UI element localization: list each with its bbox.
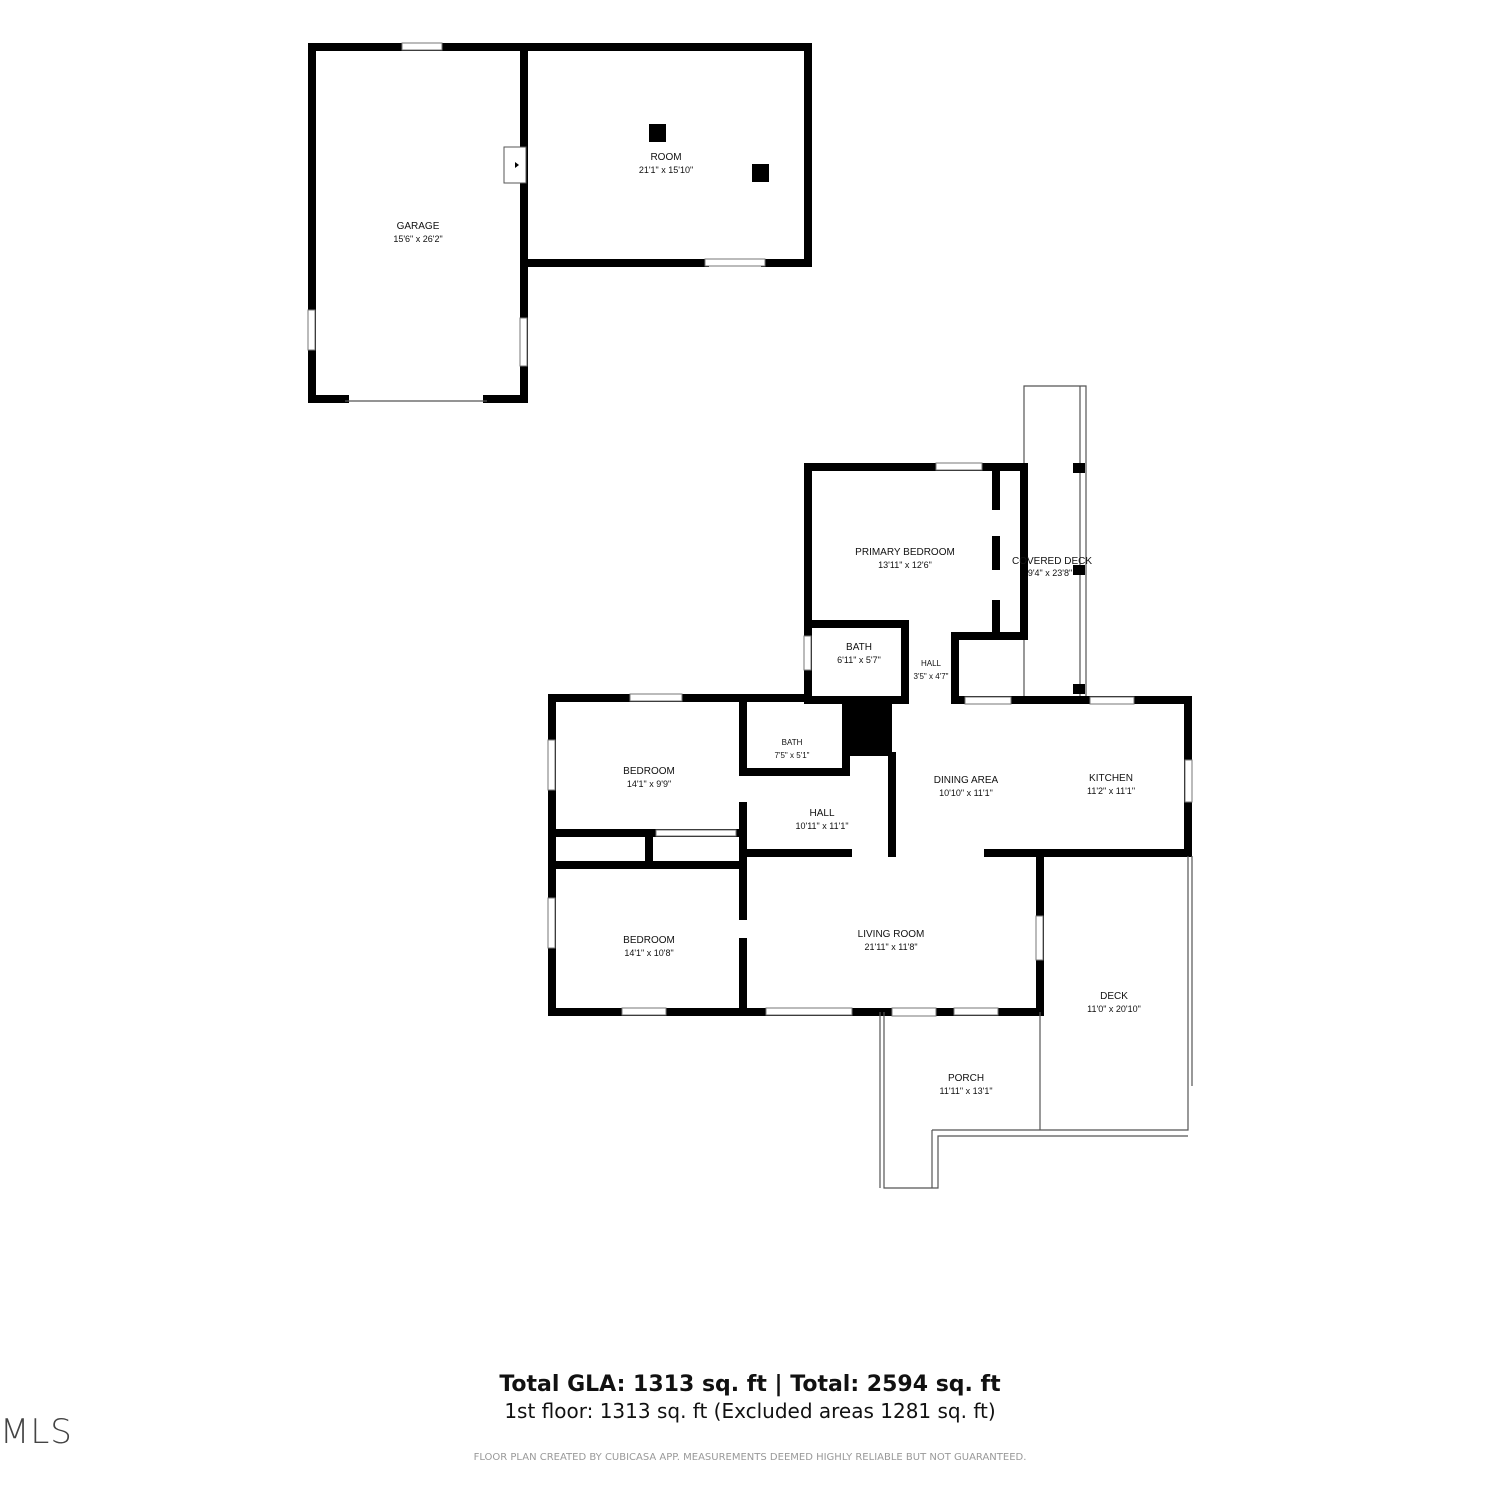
room-labels: GARAGE 15'6" x 26'2" ROOM 21'1" x 15'10"… — [393, 152, 1141, 1096]
kitchen-dim: 11'2" x 11'1" — [1087, 786, 1135, 796]
room-walls — [520, 43, 812, 267]
kitchen-side-window — [1184, 759, 1193, 803]
mls-watermark: MLS — [0, 1412, 73, 1452]
living-window-left — [765, 1007, 853, 1016]
upper-bath-label: BATH — [846, 642, 872, 653]
hall-dim: 10'11" x 11'1" — [795, 821, 848, 831]
lower-bath-label: BATH — [782, 738, 803, 747]
post-2 — [752, 164, 769, 182]
garage-window-left — [307, 309, 316, 351]
garage-dim: 15'6" x 26'2" — [393, 234, 442, 244]
porch-label: PORCH — [948, 1073, 984, 1084]
disclaimer-text: FLOOR PLAN CREATED BY CUBICASA APP. MEAS… — [473, 1452, 1027, 1463]
bedroom-1-dim: 14'1" x 9'9" — [627, 779, 671, 789]
hall-label: HALL — [809, 808, 834, 819]
closet-door — [655, 829, 737, 837]
room-label: ROOM — [650, 152, 681, 163]
covered-deck-label: COVERED DECK — [1012, 556, 1092, 567]
area-summary: Total GLA: 1313 sq. ft | Total: 2594 sq.… — [0, 1372, 1500, 1423]
living-room-dim: 21'11" x 11'8" — [864, 942, 917, 952]
room-dim: 21'1" x 15'10" — [639, 165, 693, 175]
primary-bedroom-label: PRIMARY BEDROOM — [855, 547, 955, 558]
dining-area-label: DINING AREA — [934, 775, 999, 786]
garage-window-top — [401, 42, 443, 51]
living-room-label: LIVING ROOM — [858, 929, 925, 940]
primary-bedroom-window — [935, 462, 983, 471]
kitchen-label: KITCHEN — [1089, 773, 1133, 784]
bedroom-2-side-window — [547, 897, 556, 949]
floor-area-line: 1st floor: 1313 sq. ft (Excluded areas 1… — [504, 1399, 996, 1423]
chimney — [846, 704, 892, 756]
deck-post-2 — [1073, 565, 1085, 575]
front-door-gap — [891, 1007, 937, 1017]
living-side-window — [1035, 915, 1044, 961]
covered-deck-outline — [1023, 385, 1087, 698]
deck-post-3 — [1073, 684, 1085, 694]
bedroom-1-side-window — [547, 739, 556, 791]
room-opening — [704, 258, 766, 267]
primary-bedroom-walls — [804, 463, 1028, 702]
small-hall-dim: 3'5" x 4'7" — [914, 672, 949, 681]
primary-bedroom-dim: 13'11" x 12'6" — [878, 560, 932, 570]
deck-post-1 — [1073, 463, 1085, 473]
covered-deck-dim: 9'4" x 23'8" — [1028, 568, 1072, 578]
kitchen-window — [1089, 696, 1135, 705]
upper-bath-walls — [804, 620, 909, 702]
garage-side-opening — [519, 317, 528, 367]
bedroom-2-label: BEDROOM — [623, 935, 675, 946]
lower-bath-dim: 7'5" x 5'1" — [775, 751, 810, 760]
small-hall-label: HALL — [921, 659, 942, 668]
garage-label: GARAGE — [397, 221, 440, 232]
deck-dim: 11'0" x 20'10" — [1087, 1004, 1141, 1014]
upper-bath-dim: 6'11" x 5'7" — [837, 655, 881, 665]
upper-bath-window — [803, 635, 812, 671]
detached-building — [307, 42, 812, 403]
bedroom-2-window — [621, 1007, 667, 1016]
dining-area-dim: 10'10" x 11'1" — [939, 788, 993, 798]
dining-window — [964, 696, 1012, 705]
bedroom-1-window — [629, 693, 683, 702]
post-1 — [649, 124, 666, 142]
deck-label: DECK — [1100, 991, 1128, 1002]
bedroom-1-label: BEDROOM — [623, 766, 675, 777]
living-window-right — [953, 1007, 999, 1016]
bedroom-2-dim: 14'1" x 10'8" — [624, 948, 673, 958]
total-area-line: Total GLA: 1313 sq. ft | Total: 2594 sq.… — [499, 1372, 1001, 1397]
door-arrow-icon — [515, 162, 519, 168]
porch-dim: 11'11" x 13'1" — [939, 1086, 992, 1096]
deck-outline — [1040, 856, 1189, 1131]
lower-bath-walls — [739, 700, 850, 776]
porch-outline — [883, 1012, 1188, 1189]
main-house — [547, 385, 1193, 1189]
